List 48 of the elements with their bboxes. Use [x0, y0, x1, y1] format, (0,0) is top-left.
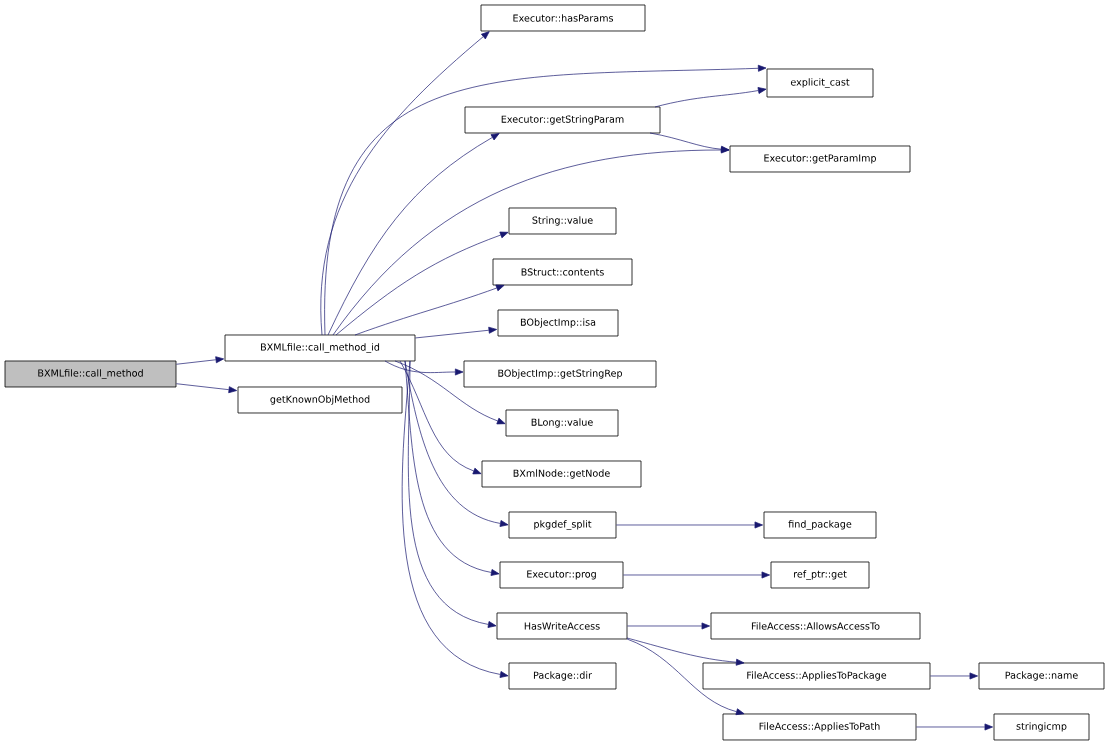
- arrow: [627, 622, 710, 630]
- arrow: [404, 360, 500, 576]
- function-box: getKnownObjMethod: [237, 386, 403, 414]
- arrow: [649, 132, 730, 153]
- function-box: BLong::value: [505, 409, 619, 437]
- function-box: stringicmp: [993, 713, 1090, 741]
- arrow: [399, 360, 482, 475]
- arrow: [320, 31, 490, 336]
- arrow: [916, 723, 993, 731]
- function-box: HasWriteAccess: [496, 612, 628, 640]
- function-box: ref_ptr::get: [770, 561, 870, 589]
- function-box: BXmlNode::getNode: [481, 460, 642, 488]
- function-box: Executor::hasParams: [480, 4, 646, 32]
- arrow: [394, 360, 506, 425]
- arrow: [327, 133, 500, 336]
- function-box: Executor::getParamImp: [729, 145, 911, 173]
- arrow: [176, 356, 224, 365]
- function-box: BXMLfile::call_method: [4, 360, 177, 388]
- arrow: [626, 637, 745, 666]
- function-box: String::value: [508, 207, 617, 235]
- function-box: Package::name: [978, 662, 1105, 690]
- arrow: [335, 231, 509, 336]
- arrow: [354, 284, 505, 336]
- function-box: BStruct::contents: [492, 258, 633, 286]
- arrow: [626, 638, 745, 716]
- function-box: BObjectImp::getStringRep: [463, 360, 657, 388]
- arrow: [401, 360, 509, 678]
- function-box: FileAccess::AllowsAccessTo: [710, 612, 921, 640]
- function-box: FileAccess::AppliesToPackage: [702, 662, 931, 690]
- arrow: [324, 64, 767, 336]
- function-box: Executor::prog: [499, 561, 624, 589]
- arrow: [654, 87, 767, 108]
- function-box: BObjectImp::isa: [497, 309, 619, 337]
- arrow: [332, 146, 730, 336]
- arrow: [616, 521, 763, 529]
- function-box: Package::dir: [508, 662, 617, 690]
- function-box: find_package: [763, 511, 877, 539]
- arrow: [384, 360, 464, 376]
- arrow: [930, 672, 978, 680]
- function-box: Executor::getStringParam: [464, 106, 661, 134]
- arrow: [415, 326, 497, 339]
- arrow: [176, 383, 237, 394]
- arrow: [408, 360, 497, 628]
- function-box: pkgdef_split: [508, 511, 617, 539]
- arrow: [623, 571, 770, 579]
- function-box: FileAccess::AppliesToPath: [722, 713, 917, 741]
- function-box: explicit_cast: [766, 68, 874, 98]
- function-box: BXMLfile::call_method_id: [224, 334, 416, 362]
